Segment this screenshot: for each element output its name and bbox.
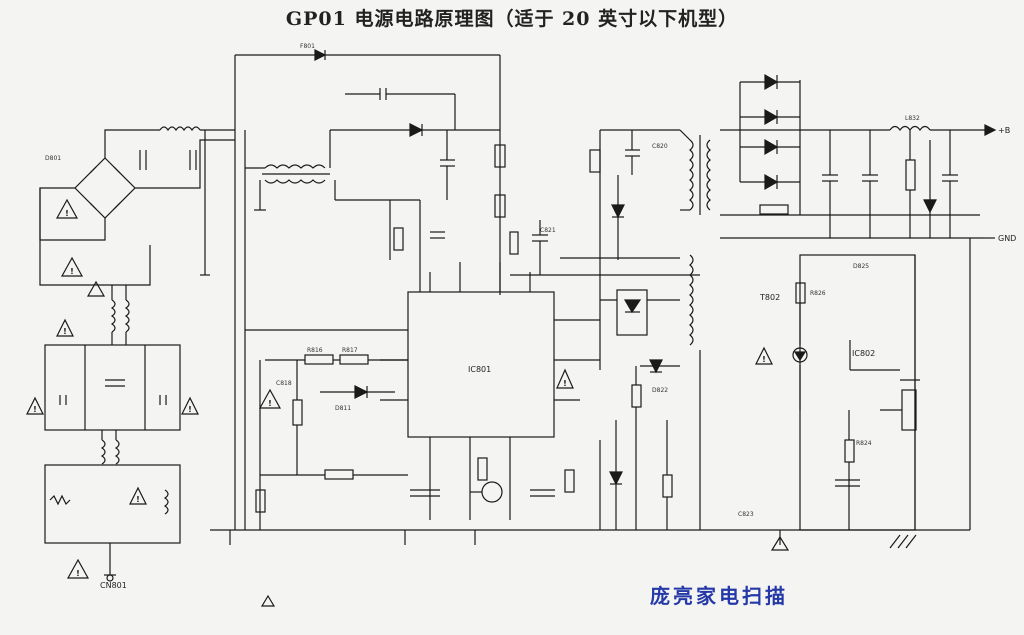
line-filter-box (44, 344, 181, 431)
svg-text:!: ! (136, 495, 140, 504)
svg-text:!: ! (65, 209, 69, 218)
page-title: GP01 电源电路原理图（适于 20 英寸以下机型） (285, 8, 739, 30)
label-d822: D822 (652, 387, 668, 394)
label-plus-b: +B (998, 126, 1010, 135)
svg-text:!: ! (33, 405, 37, 414)
label-t802: T802 (759, 293, 780, 302)
label-ic801: IC801 (468, 365, 491, 374)
label-d811: D811 (335, 405, 351, 412)
label-l832: L832 (905, 115, 920, 122)
label-c823: C823 (738, 511, 754, 518)
label-r826: R826 (810, 290, 826, 297)
label-r817: R817 (342, 347, 358, 354)
svg-text:!: ! (70, 267, 74, 276)
svg-text:!: ! (76, 569, 80, 578)
label-f801: F801 (300, 43, 315, 50)
label-d801: D801 (45, 155, 61, 162)
label-gnd: GND (998, 234, 1016, 243)
label-c818: C818 (276, 380, 292, 387)
label-r824: R824 (856, 440, 872, 447)
label-cn801: CN801 (100, 581, 127, 590)
label-r816: R816 (307, 347, 323, 354)
svg-text:!: ! (563, 379, 567, 388)
ic801-box (407, 291, 555, 438)
svg-text:!: ! (762, 355, 766, 364)
svg-text:!: ! (188, 405, 192, 414)
label-ic802: IC802 (852, 349, 875, 358)
label-c820: C820 (652, 143, 668, 150)
bridge-rectifier (74, 157, 136, 219)
label-d825: D825 (853, 263, 869, 270)
svg-text:!: ! (63, 327, 67, 336)
watermark-text: 庞亮家电扫描 (650, 584, 788, 608)
svg-text:!: ! (268, 399, 272, 408)
label-c821: C821 (540, 227, 556, 234)
